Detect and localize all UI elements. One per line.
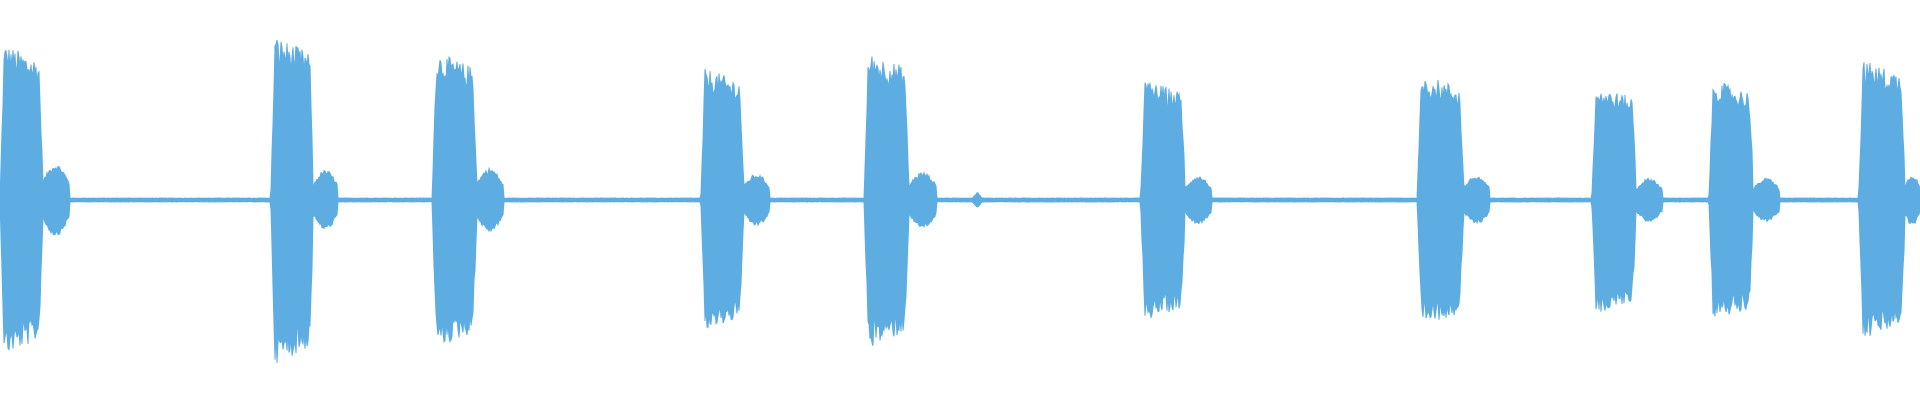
waveform-signal <box>0 40 1920 364</box>
